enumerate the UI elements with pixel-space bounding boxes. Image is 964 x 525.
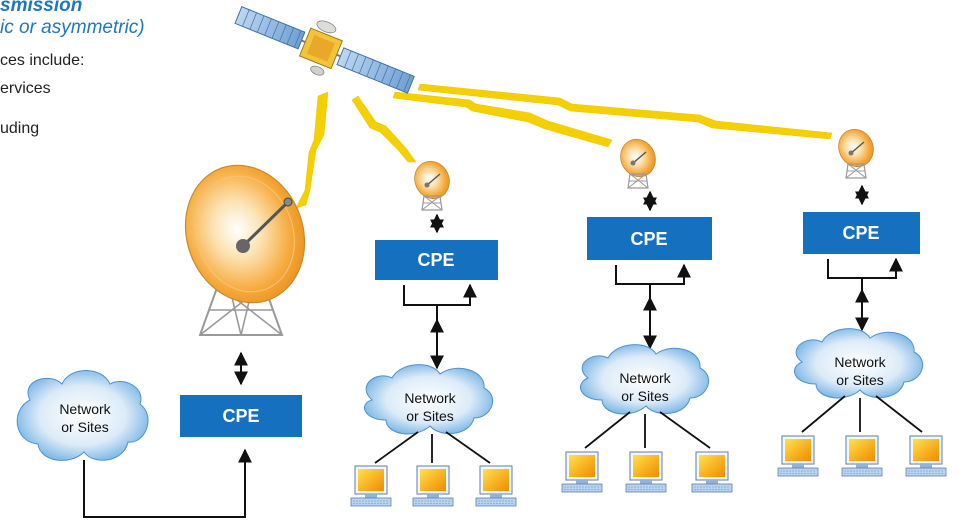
site1-computer <box>412 465 454 507</box>
hub-cpe-box: CPE <box>180 395 302 437</box>
site3-computer <box>777 435 819 477</box>
hub-network-link <box>83 448 252 518</box>
site3-computer <box>841 435 883 477</box>
site2-computer <box>561 451 603 493</box>
site2-network-cloud: Network or Sites <box>579 344 710 415</box>
site2-cpe-box: CPE <box>587 217 712 260</box>
signal-bolt-hub <box>295 91 329 209</box>
remote-site-2: CPE Network or Sites <box>561 132 733 493</box>
body-line-3: uding <box>0 120 40 137</box>
site1-network-label-2: or Sites <box>406 408 453 424</box>
signal-bolt-site2 <box>392 91 613 148</box>
site3-bus-lines <box>827 260 897 290</box>
site2-computer <box>625 451 667 493</box>
site2-network-label-2: or Sites <box>621 388 668 404</box>
site2-cpe-label: CPE <box>630 229 667 249</box>
site2-dish <box>613 132 663 189</box>
hub-dish <box>184 164 306 336</box>
hub-cpe-label: CPE <box>222 406 259 426</box>
site1-bus-lines <box>403 286 471 320</box>
site3-network-label-2: or Sites <box>836 372 883 388</box>
hub-network-label-2: or Sites <box>61 419 108 435</box>
body-line-1: ces include: <box>0 52 85 69</box>
site1-network-cloud: Network or Sites <box>363 364 494 435</box>
site3-dish <box>831 122 881 179</box>
hub-site: CPE Network or Sites <box>16 164 306 518</box>
site3-network-cloud: Network or Sites <box>793 328 924 399</box>
site1-computer <box>350 465 392 507</box>
remote-site-3: CPE Network or Sites <box>777 122 947 477</box>
signal-bolt-site3 <box>417 83 833 140</box>
site1-computer <box>475 465 517 507</box>
satellite <box>234 6 415 94</box>
heading-line-2: ic or asymmetric) <box>0 17 145 38</box>
site3-cpe-box: CPE <box>803 212 920 254</box>
site1-network-label-1: Network <box>404 390 456 406</box>
site1-cpe-label: CPE <box>417 250 454 270</box>
remote-site-1: CPE Network or Sites <box>350 154 517 507</box>
site1-cpe-box: CPE <box>375 240 498 280</box>
hub-network-label-1: Network <box>59 401 111 417</box>
signal-bolts <box>295 83 833 209</box>
signal-bolt-site1 <box>351 95 417 163</box>
site2-computer <box>691 451 733 493</box>
site3-network-label-1: Network <box>834 354 886 370</box>
site2-bus-lines <box>615 266 685 298</box>
site3-cpe-label: CPE <box>842 223 879 243</box>
hub-network-cloud: Network or Sites <box>16 370 149 461</box>
site2-network-label-1: Network <box>619 370 671 386</box>
body-line-2: ervices <box>0 80 51 97</box>
site1-dish <box>407 154 457 211</box>
heading-line-1: smission <box>0 0 83 16</box>
site3-computer <box>905 435 947 477</box>
